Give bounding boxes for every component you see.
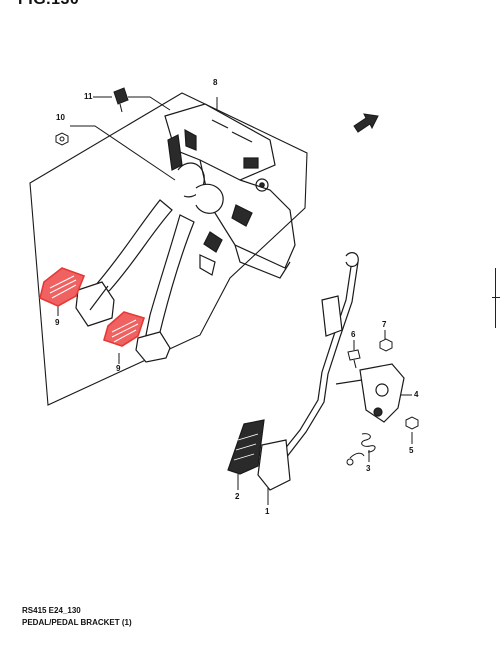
- spring-3: [346, 433, 376, 466]
- brake-pedal: [135, 183, 224, 363]
- figure-caption: PEDAL/PEDAL BRACKET (1): [22, 618, 132, 627]
- front-arrow-icon: [353, 113, 379, 133]
- nut-5: [405, 416, 419, 430]
- leader-10: [70, 125, 176, 181]
- accelerator-bracket: [335, 363, 405, 423]
- pedal-bracket: [164, 103, 296, 279]
- bolt-6: [347, 349, 361, 369]
- pedal-pad-left: [39, 267, 86, 307]
- callout-11: 11: [84, 92, 93, 101]
- page-edge-tick: [492, 297, 500, 299]
- leader-11-frame: [128, 96, 171, 111]
- callout-9-middle: 9: [116, 364, 121, 373]
- callout-5: 5: [409, 446, 414, 455]
- assembly-frame: [29, 92, 308, 406]
- callout-1: 1: [265, 507, 270, 516]
- nut-10: [55, 132, 69, 146]
- figure-code: RS415 E24_130: [22, 606, 81, 615]
- figure-title: FIG.130: [18, 0, 79, 9]
- pedal-pad-middle: [103, 311, 146, 347]
- nut-7: [379, 338, 393, 352]
- callout-9-left: 9: [55, 318, 60, 327]
- bolt-11: [113, 87, 129, 113]
- callout-4: 4: [414, 390, 419, 399]
- callout-7: 7: [382, 320, 387, 329]
- callout-10: 10: [56, 113, 65, 122]
- callout-6: 6: [351, 330, 356, 339]
- accelerator-pad: [227, 419, 265, 475]
- callout-8: 8: [213, 78, 218, 87]
- callout-3: 3: [366, 464, 371, 473]
- clutch-pedal: [75, 199, 173, 327]
- callout-2: 2: [235, 492, 240, 501]
- accelerator-pedal: [257, 252, 359, 491]
